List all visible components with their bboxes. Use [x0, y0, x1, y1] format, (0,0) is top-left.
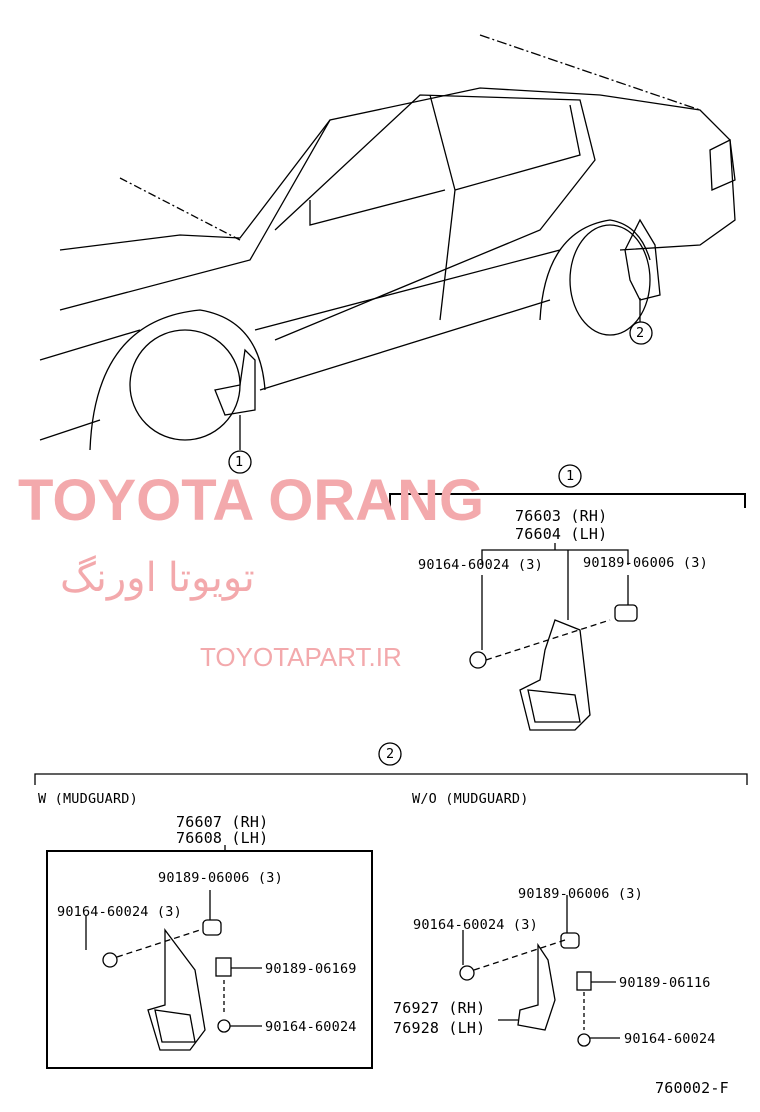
part-76608: 76608 (LH) — [176, 829, 269, 847]
diagram-id: 760002-F — [655, 1079, 729, 1097]
part-90189-06169: 90189-06169 — [265, 961, 357, 977]
part-90189-06006: 90189-06006 (3) — [583, 555, 708, 571]
callout-2: 2 — [386, 746, 395, 762]
part-76928: 76928 (LH) — [393, 1019, 486, 1037]
part-90164-60024-w: 90164-60024 (3) — [57, 904, 182, 920]
heading-with-mudguard: W (MUDGUARD) — [38, 791, 138, 807]
car-illustration — [39, 34, 736, 474]
part-90164-60024-wo: 90164-60024 (3) — [413, 917, 538, 933]
mudguard-2-drawing — [85, 890, 620, 1051]
mudguard-1-drawing — [469, 604, 638, 731]
callout-2-car: 2 — [636, 325, 645, 341]
part-76607: 76607 (RH) — [176, 813, 269, 831]
part-90164-60024: 90164-60024 (3) — [418, 557, 543, 573]
watermark-persian: تویوتا اورنگ — [60, 556, 255, 600]
part-90189-06116: 90189-06116 — [619, 975, 711, 991]
part-90189-06006-wo: 90189-06006 (3) — [518, 886, 643, 902]
heading-without-mudguard: W/O (MUDGUARD) — [412, 791, 529, 807]
watermark-title: TOYOTA ORANG — [18, 468, 485, 533]
watermark-site: TOYOTAPART.IR — [200, 642, 402, 672]
part-90189-06006-w: 90189-06006 (3) — [158, 870, 283, 886]
part-90164-60024-bolt-wo: 90164-60024 — [624, 1031, 716, 1047]
part-76927: 76927 (RH) — [393, 999, 486, 1017]
part-90164-60024-bolt-w: 90164-60024 — [265, 1019, 357, 1035]
callout-1-car: 1 — [235, 454, 244, 470]
callout-1: 1 — [566, 468, 575, 484]
part-76603: 76603 (RH) — [515, 507, 608, 525]
part-76604: 76604 (LH) — [515, 525, 608, 543]
